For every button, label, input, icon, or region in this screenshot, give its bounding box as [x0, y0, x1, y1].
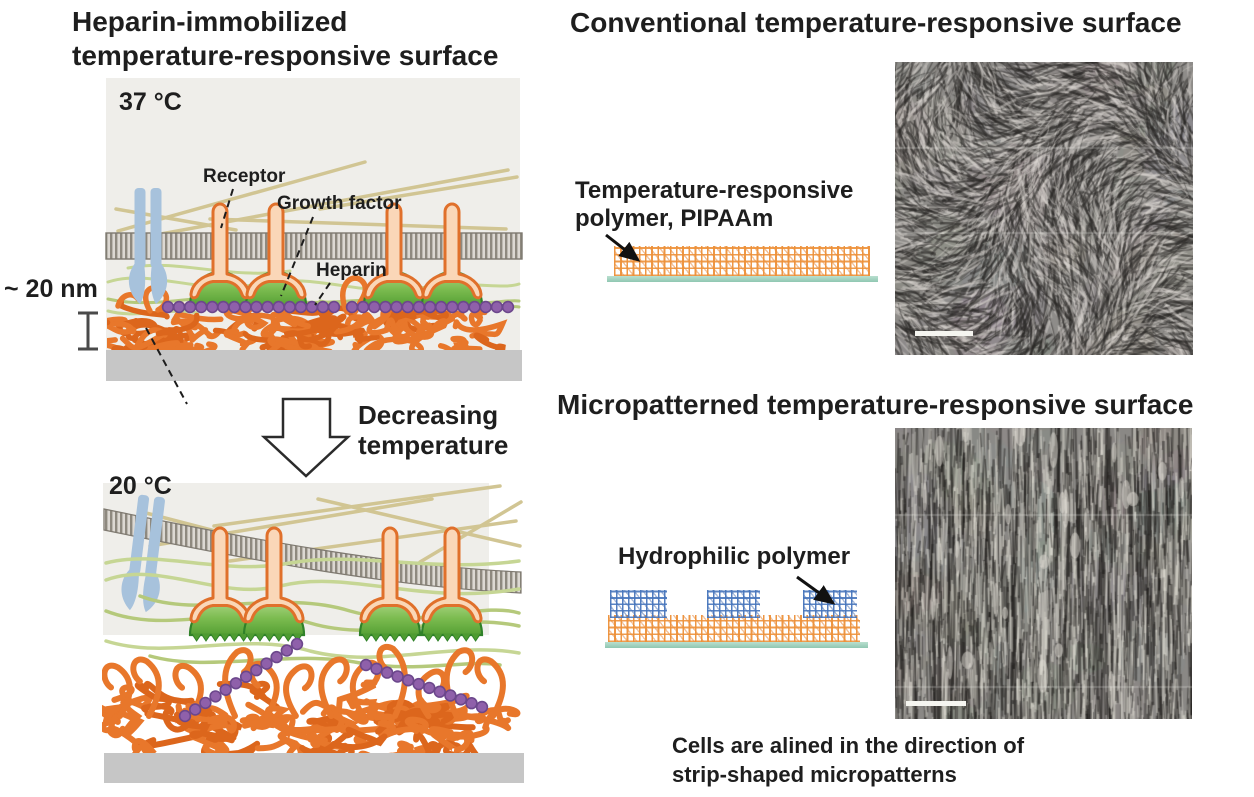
heparin-chains-20c — [178, 637, 489, 723]
growth-factor-label: Growth factor — [277, 193, 402, 214]
panel-20c-background — [103, 483, 489, 635]
hydrophilic-patch-3 — [803, 590, 857, 618]
temp-37-label: 37 °C — [119, 88, 182, 116]
pipaam-polymer-swollen — [102, 644, 521, 756]
glycocalyx-fibers-37c — [106, 263, 521, 316]
alignment-caption: Cells are alined in the direction of str… — [672, 733, 1025, 787]
transition-label: Decreasing temperature — [358, 400, 509, 460]
cell-membrane-37c — [105, 232, 523, 260]
heparin-label: Heparin — [316, 260, 387, 281]
substrate-37c — [106, 350, 522, 381]
hydrophilic-patch-1 — [610, 590, 667, 618]
conventional-title: Conventional temperature-responsive surf… — [570, 7, 1182, 38]
micrograph-micropatterned — [895, 428, 1192, 719]
hydrophilic-patch-2 — [707, 590, 760, 618]
heparin-chains-37c — [161, 300, 515, 314]
pipaam-mesh — [614, 246, 870, 276]
ecm-fibers-20c — [144, 484, 523, 564]
figure-title-left: Heparin-immobilized temperature-responsi… — [72, 6, 499, 71]
micropatterned-title: Micropatterned temperature-responsive su… — [557, 389, 1194, 420]
culture-surface-micropatterned — [605, 642, 868, 648]
cell-membrane-20c — [103, 508, 522, 594]
thickness-bracket — [78, 311, 98, 351]
micropattern-base-mesh — [608, 615, 860, 642]
pipaam-polymer-collapsed — [107, 300, 508, 353]
substrate-20c — [104, 753, 524, 783]
scale-bar-micropatterned — [906, 701, 966, 706]
growth-factors-20c — [188, 599, 484, 642]
culture-surface-conventional — [607, 276, 878, 282]
pipaam-label: Temperature-responsive polymer, PIPAAm — [575, 177, 854, 232]
micrograph-conventional — [895, 62, 1193, 355]
receptors-37c — [189, 202, 483, 300]
glycocalyx-fibers-20c — [104, 557, 521, 669]
receptor-label: Receptor — [203, 166, 286, 187]
thickness-label: ~ 20 nm — [4, 275, 98, 303]
panel-37c — [78, 78, 523, 405]
scale-bar-conventional — [915, 331, 973, 336]
decreasing-temperature-arrow — [260, 397, 352, 478]
temp-20-label: 20 °C — [109, 472, 172, 500]
adhesion-molecule-37c — [128, 188, 168, 304]
adhesion-molecule-20c — [118, 493, 171, 614]
hydrophilic-label: Hydrophilic polymer — [618, 543, 851, 570]
pipaam-polymer-hooks — [115, 275, 369, 315]
panel-20c — [102, 483, 524, 783]
receptors-20c — [189, 526, 483, 624]
annotation-leader-lines — [145, 188, 331, 405]
